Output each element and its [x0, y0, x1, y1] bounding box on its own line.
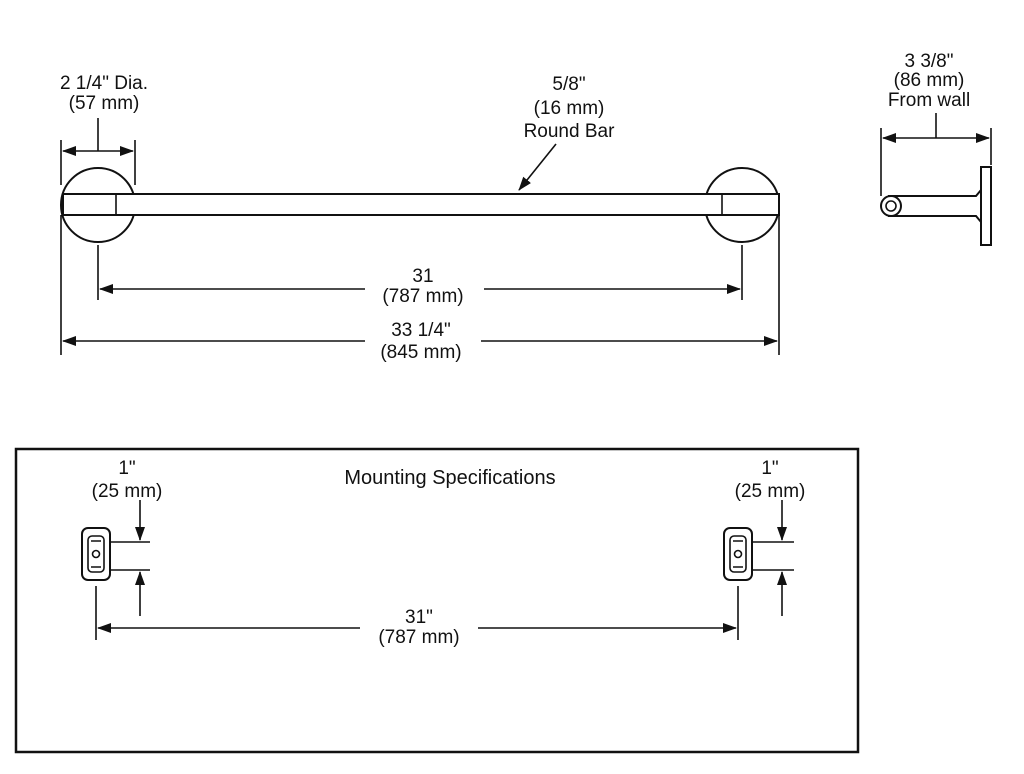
mounting-spec-box: Mounting Specifications 1" (25 mm) 1" (2…: [14, 447, 860, 754]
mount-span-label-1: 31": [405, 607, 433, 628]
right-offset-label-1: 1": [761, 458, 778, 479]
front-view: 2 1/4" Dia. (57 mm) 5/8" (16 mm) Round B…: [60, 73, 780, 363]
round-bar: [62, 193, 780, 216]
flange-dia-label-2: (57 mm): [69, 93, 140, 114]
overall-span-label-1: 33 1/4": [391, 320, 451, 341]
projection-label-1: 3 3/8": [904, 51, 953, 72]
inner-span-label-2: (787 mm): [382, 286, 463, 307]
projection-label-3: From wall: [888, 90, 970, 111]
inner-span-label-1: 31: [412, 266, 433, 287]
right-offset-label-2: (25 mm): [735, 481, 806, 502]
mounting-frame: [14, 447, 860, 754]
bar-leader: [518, 143, 557, 191]
overall-span-label-2: (845 mm): [380, 342, 461, 363]
flange-dia-label-1: 2 1/4" Dia.: [60, 73, 148, 94]
bar-label-3: Round Bar: [524, 121, 616, 142]
left-offset-label-2: (25 mm): [92, 481, 163, 502]
wall-flange-profile: [980, 166, 992, 246]
projection-label-2: (86 mm): [894, 70, 965, 91]
left-mounting-bracket: [81, 527, 111, 581]
left-offset-label-1: 1": [118, 458, 135, 479]
side-view: 3 3/8" (86 mm) From wall: [880, 51, 992, 246]
bar-end-profile: [880, 195, 902, 217]
mounting-title: Mounting Specifications: [344, 467, 555, 489]
right-mounting-bracket: [723, 527, 753, 581]
bar-label-2: (16 mm): [534, 98, 605, 119]
bar-label-1: 5/8": [552, 74, 585, 95]
mount-span-label-2: (787 mm): [378, 627, 459, 648]
